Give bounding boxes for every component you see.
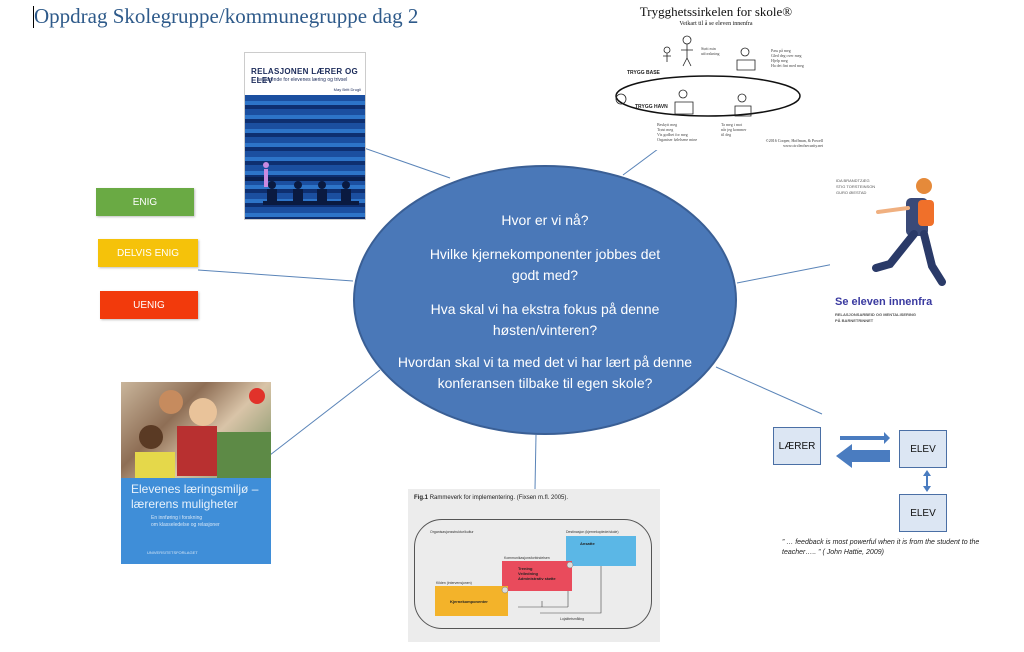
figure-frame [414,519,652,629]
figure-arrows [501,561,602,614]
figure-caption: Fig.1 Rammeverk for implementering. (Fix… [414,495,569,501]
trygghet-subtitle: Veikart til å se eleven innenfra [679,21,753,27]
trygg-base-label: TRYGG BASE [627,70,660,76]
book-elevenes-laeringsmiljo[interactable]: Elevenes læringsmiljø – lærerens mulighe… [121,382,271,564]
question-3: Hva skal vi ha ekstra fokus på denne høs… [430,301,660,338]
feedback-arrows [836,432,931,492]
book1-header [245,53,365,95]
students-photo [135,390,271,478]
question-4: Hvordan skal vi ta med det vi har lært p… [397,354,693,391]
question-2: Hvilke kjernekomponenter jobbes det godt… [429,246,661,283]
kilde-label: Kilden (intervensjonen) [436,581,472,585]
se-eleven-authors: IDA BRANDTZÆG STIG TORSTEINSON GURO ØIES… [836,178,876,195]
support-box [502,561,572,591]
ansatte-text: Ansatte [580,541,595,546]
trygghetssirkelen-image[interactable]: Trygghetssirkelen for skole® Veikart til… [605,4,827,150]
book-se-eleven-innenfra[interactable]: IDA BRANDTZÆG STIG TORSTEINSON GURO ØIES… [830,172,954,348]
book1-cover-image [245,95,365,219]
se-eleven-title: Se eleven innenfra [835,296,933,308]
book2-publisher: UNIVERSITETSFORLAGET [147,550,198,555]
trygghet-circle-diagram [615,35,801,117]
connector-figure [534,434,537,490]
arrow-left-large [836,444,890,468]
hattie-quote: ” … feedback is most powerful when it is… [782,539,980,556]
arrow-right-small [840,432,890,444]
book2-photo [121,382,271,478]
book2-title: Elevenes læringsmiljø – lærerens mulighe… [131,482,259,511]
elev-box-bottom: ELEV [899,494,947,532]
publisher-logo [249,388,265,404]
elev-box-top: ELEV [899,430,947,468]
book1-title: RELASJONEN LÆRER OG ELEV [251,67,359,85]
question-1: Hvor er vi nå? [501,212,589,228]
laerer-box: LÆRER [773,427,821,465]
trygghet-title: Trygghetssirkelen for skole® [639,4,793,19]
connector-feedback [715,366,823,415]
book1-author: May Britt Drugli [333,87,361,92]
connector-book1 [363,147,451,179]
connector-votes [197,269,354,282]
running-boy-illustration [872,178,946,286]
book-relasjonen-laerer-og-elev[interactable]: RELASJONEN LÆRER OG ELEV avgjørende for … [244,52,366,220]
connector-book2 [269,369,381,456]
text-cursor [33,6,34,28]
connector-trygghet [622,145,663,176]
classroom-illustration [245,162,365,205]
center-questions-ellipse[interactable]: Hvor er vi nå? Hvilke kjernekomponenter … [353,165,737,435]
kjerne-box [435,586,508,616]
dest-label: Destinasjon (kjernekoplede/skole) [566,530,619,534]
arrow-vertical [923,470,931,492]
connector-se-eleven [736,263,835,284]
vote-enig[interactable]: ENIG [96,188,194,216]
vote-uenig[interactable]: UENIG [100,291,198,319]
vote-delvis-enig[interactable]: DELVIS ENIG [98,239,198,267]
ansatte-box [566,536,636,566]
lojal-label: Lojalitetsmåling [560,617,585,621]
page-title[interactable]: Oppdrag Skolegruppe/kommunegruppe dag 2 [34,4,419,28]
book1-subtitle: avgjørende for elevenes læring og trivse… [257,77,348,83]
trygg-havn-label: TRYGG HAVN [635,104,668,110]
kjerne-text: Kjernekomponenter [450,599,488,604]
komm-label: Kommunikasjonsforbindelsen [504,556,550,560]
org-label: Organisasjonsstruktur/kultur [430,530,474,534]
implementation-framework-figure[interactable]: Fig.1 Rammeverk for implementering. (Fix… [408,489,660,642]
feedback-diagram[interactable]: LÆRER ELEV ELEV ” … feedback is most pow… [748,418,979,568]
